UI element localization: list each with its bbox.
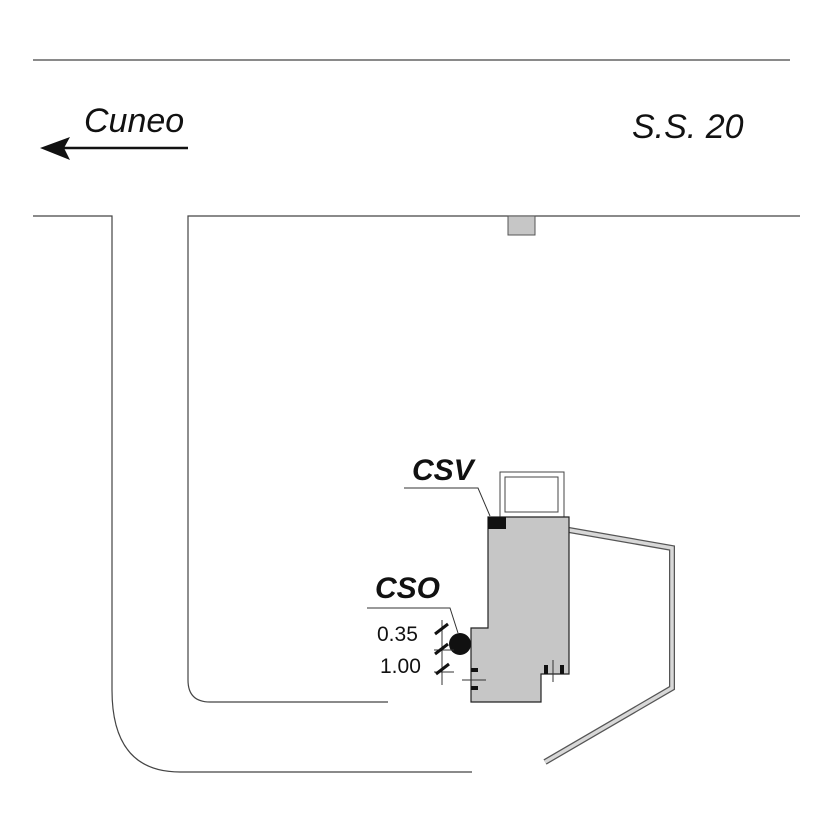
road-edge-bottom-right [187,215,800,703]
building [470,516,570,703]
cso-label: CSO [375,572,441,605]
csv-leader [404,487,491,517]
arrow-head-icon [40,137,70,160]
gray-marker [507,215,536,236]
depth-label-2: 1.00 [380,655,421,678]
csv-marker [488,517,506,529]
road-label: S.S. 20 [632,108,744,146]
road-edge-bottom-left [33,215,472,773]
cso-leader [367,607,459,634]
cso-marker [449,633,471,655]
direction-label: Cuneo [84,102,185,140]
csv-label: CSV [412,454,474,487]
depth-label-1: 0.35 [377,623,418,646]
